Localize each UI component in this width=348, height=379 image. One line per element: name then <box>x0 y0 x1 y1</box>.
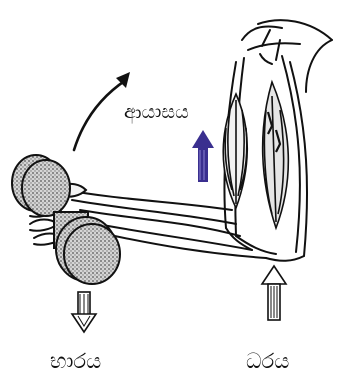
fulcrum-label: ධරය <box>246 349 289 373</box>
triceps-muscle <box>263 82 289 228</box>
load-label: භාරය <box>50 349 101 373</box>
dumbbell-weight <box>12 155 120 284</box>
curved-arrow-icon <box>74 72 130 150</box>
down-arrow-icon <box>72 292 96 332</box>
effort-label: ආයාසය <box>124 101 189 124</box>
fulcrum-arrow-icon <box>262 266 286 320</box>
up-arrow-icon <box>192 130 214 182</box>
biceps-muscle <box>223 94 247 208</box>
